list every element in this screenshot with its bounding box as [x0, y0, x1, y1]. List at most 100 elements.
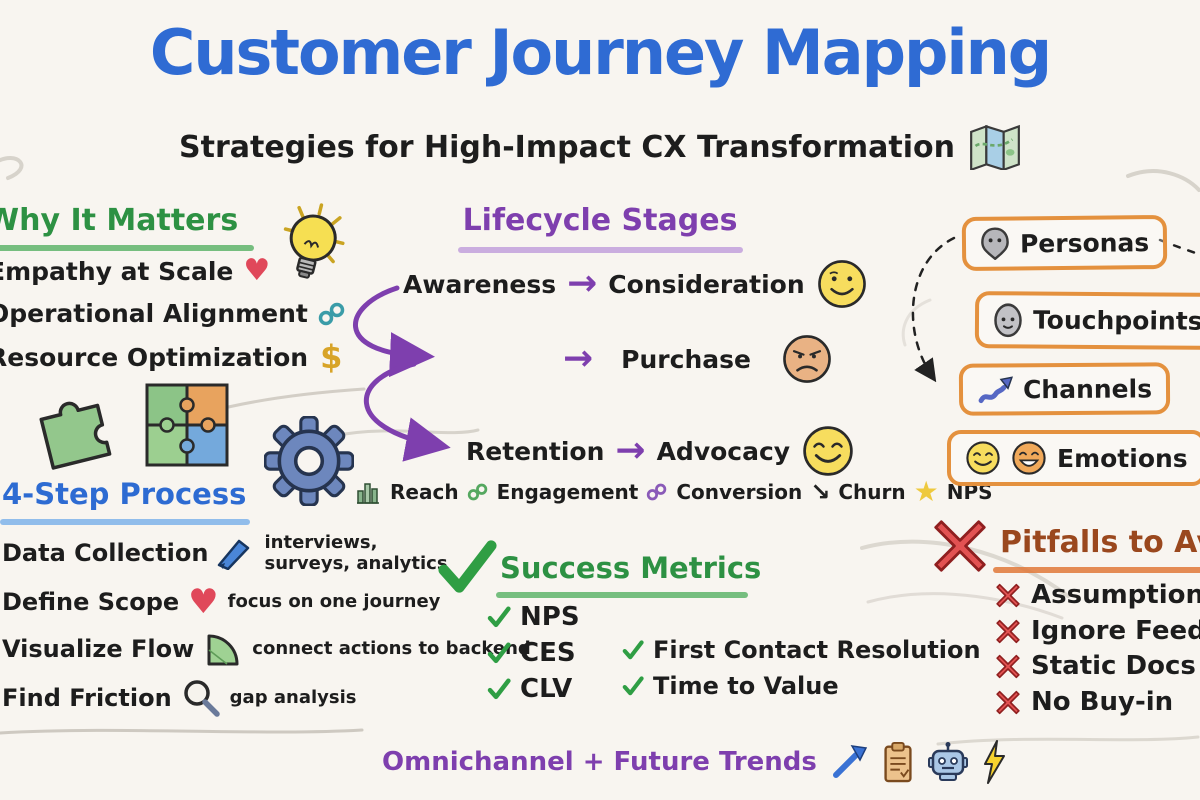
- smile-face-icon: [965, 440, 1001, 476]
- metric-label: NPS: [520, 602, 580, 632]
- four-step-heading: 4-Step Process: [2, 477, 247, 511]
- link-icon-purple: [646, 482, 668, 502]
- check-icon: [622, 640, 644, 660]
- stage-consideration: Consideration: [608, 269, 805, 299]
- pen-icon: [217, 536, 255, 571]
- check-icon: [487, 678, 511, 700]
- metric-ttv: Time to Value: [622, 672, 839, 700]
- pitfall-label: No Buy-in: [1031, 687, 1174, 717]
- quarter-chart-icon: [203, 631, 243, 667]
- step-find-friction: Find Friction gap analysis: [2, 679, 356, 717]
- dollar-icon: $: [320, 338, 343, 376]
- subtitle-text: Strategies for High-Impact CX Transforma…: [179, 129, 955, 165]
- step-label: Data Collection: [2, 539, 209, 568]
- stage-retention: Retention: [466, 436, 605, 466]
- lifecycle-metrics-row: Reach Engagement Conversion ↘ Churn ★ NP…: [356, 478, 993, 506]
- metric-label: Time to Value: [653, 672, 839, 700]
- clipboard-icon: [881, 741, 915, 783]
- why-it-matters-heading: Why It Matters: [0, 203, 239, 238]
- metric-ces: CES: [487, 638, 576, 668]
- metric-label: Churn: [838, 480, 906, 504]
- bar-chart-icon: [356, 479, 382, 505]
- gear-icon: [264, 416, 354, 506]
- stage-awareness: Awareness: [403, 269, 557, 299]
- persona-icon: [980, 227, 1010, 261]
- step-note: gap analysis: [229, 687, 357, 709]
- journey-element-label: Channels: [1022, 373, 1153, 404]
- personas-box: Personas: [961, 214, 1168, 272]
- success-metrics-underline: [496, 592, 748, 598]
- four-step-underline: [0, 519, 250, 525]
- pitfall-assumptions: Assumptions: [995, 580, 1200, 610]
- link-icon-green: [467, 482, 489, 502]
- step-label: Define Scope: [2, 588, 180, 616]
- pitfall-label: Assumptions: [1031, 580, 1200, 610]
- why-item-empathy: Empathy at Scale ♥: [0, 256, 270, 286]
- success-metrics-heading: Success Metrics: [500, 551, 762, 585]
- check-icon: [622, 676, 644, 696]
- lifecycle-row-3: Retention → Advocacy: [466, 424, 855, 478]
- cross-icon: [995, 619, 1021, 644]
- lifecycle-row-2: → Purchase: [563, 333, 833, 385]
- metric-label: Engagement: [496, 480, 639, 504]
- metric-fcr: First Contact Resolution: [622, 636, 981, 664]
- personas-to-channels-dashed-arrow: [911, 236, 956, 383]
- big-cross-icon: [931, 518, 989, 574]
- metric-clv: CLV: [487, 674, 572, 704]
- trend-arrow-icon: [830, 743, 868, 781]
- cross-icon: [995, 690, 1021, 715]
- lifecycle-s-curve-arrows: [353, 285, 451, 462]
- pitfall-label: Static Docs: [1031, 651, 1196, 681]
- lifecycle-underline: [458, 247, 743, 253]
- big-check-icon: [436, 538, 498, 596]
- map-icon: [969, 124, 1021, 170]
- footer-label: Omnichannel + Future Trends: [382, 747, 817, 777]
- heart-icon: ♥: [243, 253, 271, 288]
- why-item-label: Empathy at Scale: [0, 256, 234, 286]
- robot-icon: [927, 741, 968, 783]
- metric-label: CLV: [520, 674, 573, 704]
- metric-nps: NPS: [487, 602, 580, 632]
- link-icon: [318, 302, 346, 326]
- touchpoints-box: Touchpoints: [974, 291, 1200, 350]
- lifecycle-row-1: Awareness → Consideration: [403, 258, 868, 310]
- why-item-resource: Resource Optimization $: [0, 341, 342, 373]
- arrow-right-icon: →: [563, 337, 594, 379]
- happy-face-icon: [816, 258, 868, 310]
- arrow-right-icon: →: [615, 429, 646, 471]
- arrow-right-icon: →: [567, 262, 598, 304]
- pitfalls-heading: Pitfalls to Avoid: [1000, 525, 1200, 560]
- star-icon: ★: [913, 475, 939, 508]
- heart-icon: ♥: [188, 582, 219, 622]
- delighted-face-icon: [801, 424, 855, 478]
- step-note: focus on one journey: [227, 591, 441, 613]
- page-subtitle: Strategies for High-Impact CX Transforma…: [0, 124, 1200, 170]
- lightning-icon: [981, 740, 1007, 784]
- why-item-label: Operational Alignment: [0, 299, 308, 328]
- laughing-face-icon: [1011, 440, 1047, 476]
- metric-label: First Contact Resolution: [653, 636, 981, 664]
- emotions-box: Emotions: [947, 430, 1200, 486]
- channels-box: Channels: [958, 362, 1171, 416]
- lightbulb-icon: [268, 193, 357, 301]
- step-label: Visualize Flow: [2, 635, 195, 663]
- pitfall-static-docs: Static Docs: [995, 651, 1196, 681]
- pitfalls-underline: [993, 567, 1200, 573]
- step-visualize-flow: Visualize Flow connect actions to backen…: [2, 631, 531, 667]
- down-right-arrow-icon: ↘: [810, 478, 831, 506]
- step-data-collection: Data Collection interviews, surveys, ana…: [2, 532, 454, 574]
- cross-icon: [995, 583, 1021, 608]
- lifecycle-heading: Lifecycle Stages: [462, 203, 738, 238]
- step-label: Find Friction: [2, 684, 172, 712]
- stage-advocacy: Advocacy: [656, 436, 791, 466]
- magnifier-icon: [181, 679, 221, 717]
- step-note: interviews, surveys, analytics: [264, 532, 448, 575]
- zigzag-arrow-icon: [977, 373, 1014, 405]
- journey-element-label: Touchpoints: [1032, 305, 1200, 336]
- why-item-label: Resource Optimization: [0, 342, 309, 372]
- check-icon: [487, 606, 511, 628]
- why-item-alignment: Operational Alignment: [0, 299, 346, 328]
- cross-icon: [995, 654, 1021, 679]
- check-icon: [487, 642, 511, 664]
